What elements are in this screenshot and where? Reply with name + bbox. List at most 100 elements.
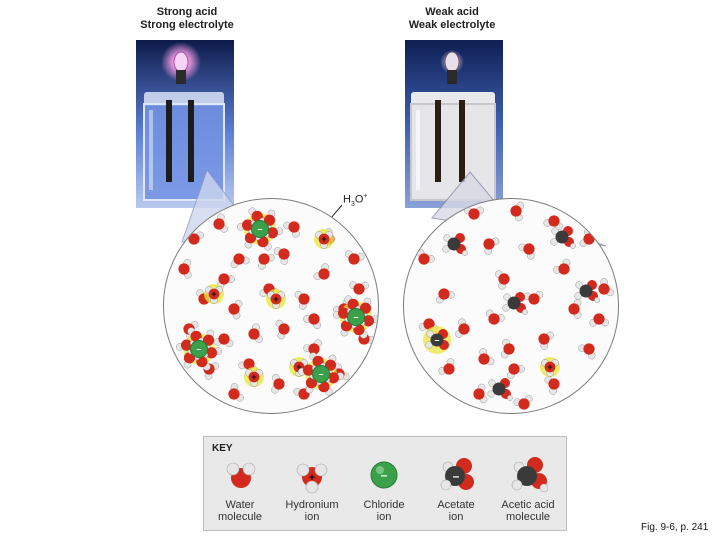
key-label-acetic-acid-line1: Acetic acid	[501, 499, 555, 511]
hydronium-label: H3O+	[343, 193, 368, 208]
water-molecule	[238, 358, 258, 374]
weak-acid-beaker-photo	[405, 40, 503, 208]
key-item-acetate: – Acetate ion	[420, 455, 492, 523]
svg-text:+: +	[296, 362, 301, 372]
water-molecule	[313, 263, 330, 281]
acetic-acid-molecule	[574, 280, 600, 303]
hydronium-ion-icon: +	[296, 463, 328, 494]
water-molecule	[518, 243, 535, 260]
strong-acid-title-line1: Strong acid	[156, 6, 218, 18]
water-molecule	[485, 309, 505, 325]
key-label-acetic-acid-line2: molecule	[505, 511, 551, 523]
key-label-hydronium: Hydronium ion	[276, 499, 348, 523]
acetic-acid-molecule-icon	[511, 457, 548, 493]
water-molecule	[500, 338, 515, 359]
strong-acid-title-line2: Strong electrolyte	[140, 19, 234, 31]
water-molecule	[248, 323, 263, 343]
water-molecule	[543, 215, 563, 230]
water-molecule	[598, 278, 614, 297]
acetic-acid-molecule	[487, 378, 513, 401]
figure-caption: Fig. 9-6, p. 241	[641, 522, 709, 533]
chloride-ion: –	[236, 207, 284, 251]
water-molecule	[513, 395, 533, 410]
svg-text:+: +	[321, 234, 326, 244]
water-molecule-icon	[226, 462, 256, 488]
strong-acid-beaker-photo	[136, 40, 234, 208]
svg-text:–: –	[381, 468, 388, 482]
key-legend: KEY Water molecule + Hydronium ion –	[203, 436, 567, 531]
water-molecule	[579, 228, 595, 248]
key-label-water: Water molecule	[204, 499, 276, 523]
water-molecule	[568, 299, 582, 319]
water-molecule	[345, 250, 365, 265]
water-molecule	[275, 319, 290, 340]
hydronium-ion: +	[266, 289, 286, 309]
hydronium-label-h: H	[343, 193, 351, 206]
water-molecule	[303, 313, 322, 330]
key-label-acetate: Acetate ion	[420, 499, 492, 523]
svg-text:–: –	[434, 335, 439, 345]
water-molecule	[473, 383, 488, 404]
water-molecule	[578, 343, 596, 360]
key-label-acetate-line1: Acetate	[437, 499, 475, 511]
water-molecule	[506, 363, 525, 380]
water-molecule	[303, 339, 322, 355]
water-molecule	[589, 313, 609, 327]
svg-text:+: +	[211, 289, 216, 299]
weak-acid-title-line2: Weak electrolyte	[408, 19, 496, 31]
weak-acid-molecular-view: –+	[403, 198, 619, 414]
water-molecule	[283, 221, 300, 238]
chloride-ion: –	[175, 327, 223, 371]
acetic-acid-molecule	[442, 233, 468, 256]
svg-text:–: –	[353, 312, 358, 322]
acetic-acid-molecule	[550, 226, 576, 249]
strong-acid-title: Strong acid Strong electrolyte	[117, 6, 257, 32]
water-molecule	[464, 206, 484, 220]
water-molecule	[478, 348, 495, 366]
acetate-ion: –	[423, 326, 451, 354]
water-molecule	[436, 288, 455, 304]
strong-acid-molecular-view: ++++++––––	[163, 198, 379, 414]
water-molecule	[455, 318, 470, 338]
water-molecule	[438, 358, 455, 375]
svg-text:–: –	[196, 344, 201, 354]
key-label-hydronium-line2: ion	[304, 511, 320, 523]
water-molecule	[263, 223, 284, 239]
water-molecule	[213, 213, 228, 233]
water-molecule	[544, 376, 560, 395]
water-molecule	[538, 331, 554, 350]
svg-text:–: –	[318, 369, 323, 379]
hydronium-label-sub: 3	[350, 200, 355, 208]
key-label-acetic-acid: Acetic acid molecule	[492, 499, 564, 523]
key-item-acetic-acid: Acetic acid molecule	[492, 455, 564, 523]
water-molecule	[228, 299, 243, 320]
chloride-ion: –	[332, 295, 378, 339]
svg-text:+: +	[547, 362, 552, 372]
key-label-water-line1: Water	[225, 499, 255, 511]
water-molecule	[294, 290, 310, 310]
key-item-chloride: – Chloride ion	[348, 455, 420, 523]
acetic-acid-molecule	[502, 292, 528, 315]
weak-acid-title-line1: Weak acid	[425, 6, 479, 18]
water-molecule	[510, 201, 525, 222]
water-molecule	[349, 281, 369, 295]
hydronium-label-sup: +	[363, 193, 368, 200]
hydronium-label-o: O	[354, 193, 364, 206]
water-molecule	[324, 368, 345, 384]
svg-text:+: +	[251, 372, 256, 382]
water-molecule	[258, 253, 275, 270]
water-molecule	[416, 249, 435, 265]
key-label-chloride: Chloride ion	[348, 499, 420, 523]
key-item-water: Water molecule	[204, 455, 276, 523]
svg-text:–: –	[257, 224, 262, 234]
acetate-ion-icon: –	[440, 458, 474, 491]
weak-acid-title: Weak acid Weak electrolyte	[382, 6, 522, 32]
key-title: KEY	[212, 443, 233, 454]
water-molecule	[483, 237, 500, 255]
hydronium-ion: +	[244, 367, 264, 387]
water-molecule	[178, 258, 192, 279]
chloride-ion-icon: –	[370, 461, 398, 489]
hydronium-ion: +	[540, 357, 560, 377]
key-label-acetate-line2: ion	[448, 511, 464, 523]
svg-text:+: +	[273, 294, 278, 304]
